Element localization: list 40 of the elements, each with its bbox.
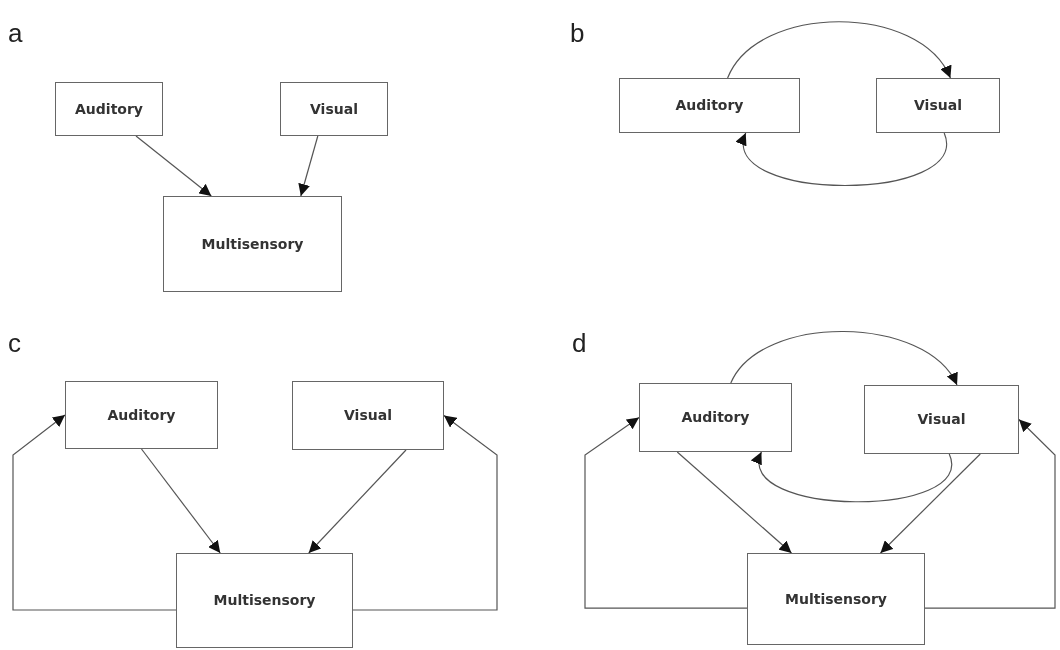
arrow (352, 414, 498, 611)
box-label: Visual (344, 406, 392, 425)
box-label: Multisensory (213, 591, 316, 610)
arrow (730, 330, 958, 386)
arrow (584, 416, 748, 609)
box-label: Visual (917, 410, 966, 429)
process-box (55, 82, 163, 136)
arrow (298, 135, 319, 197)
box-label: Auditory (75, 99, 143, 119)
box-label: Visual (914, 96, 962, 115)
arrow (738, 132, 947, 187)
box-label: Auditory (675, 96, 744, 115)
process-box (864, 385, 1019, 454)
arrow (753, 451, 952, 503)
box-label: Multisensory (201, 234, 304, 254)
arrow (135, 135, 212, 197)
process-box (619, 78, 800, 133)
arrow (140, 448, 221, 554)
arrow (308, 449, 407, 554)
process-box (65, 381, 218, 449)
panel-letter: c (8, 330, 21, 356)
arrow (879, 453, 981, 554)
process-box (639, 383, 792, 452)
arrow (924, 418, 1056, 609)
box-label: Visual (310, 99, 358, 119)
process-box (292, 381, 444, 450)
panel-letter: b (570, 20, 585, 46)
box-label: Auditory (681, 408, 750, 427)
panel-letter: d (572, 330, 587, 356)
arrow (676, 451, 793, 554)
arrow (727, 21, 951, 79)
box-label: Multisensory (785, 589, 887, 609)
box-label: Auditory (107, 405, 176, 425)
arrow (12, 414, 177, 611)
process-box (747, 553, 925, 645)
process-box (280, 82, 388, 136)
process-box (176, 553, 353, 648)
process-box (876, 78, 1000, 133)
process-box (163, 196, 342, 292)
panel-letter: a (8, 20, 23, 46)
